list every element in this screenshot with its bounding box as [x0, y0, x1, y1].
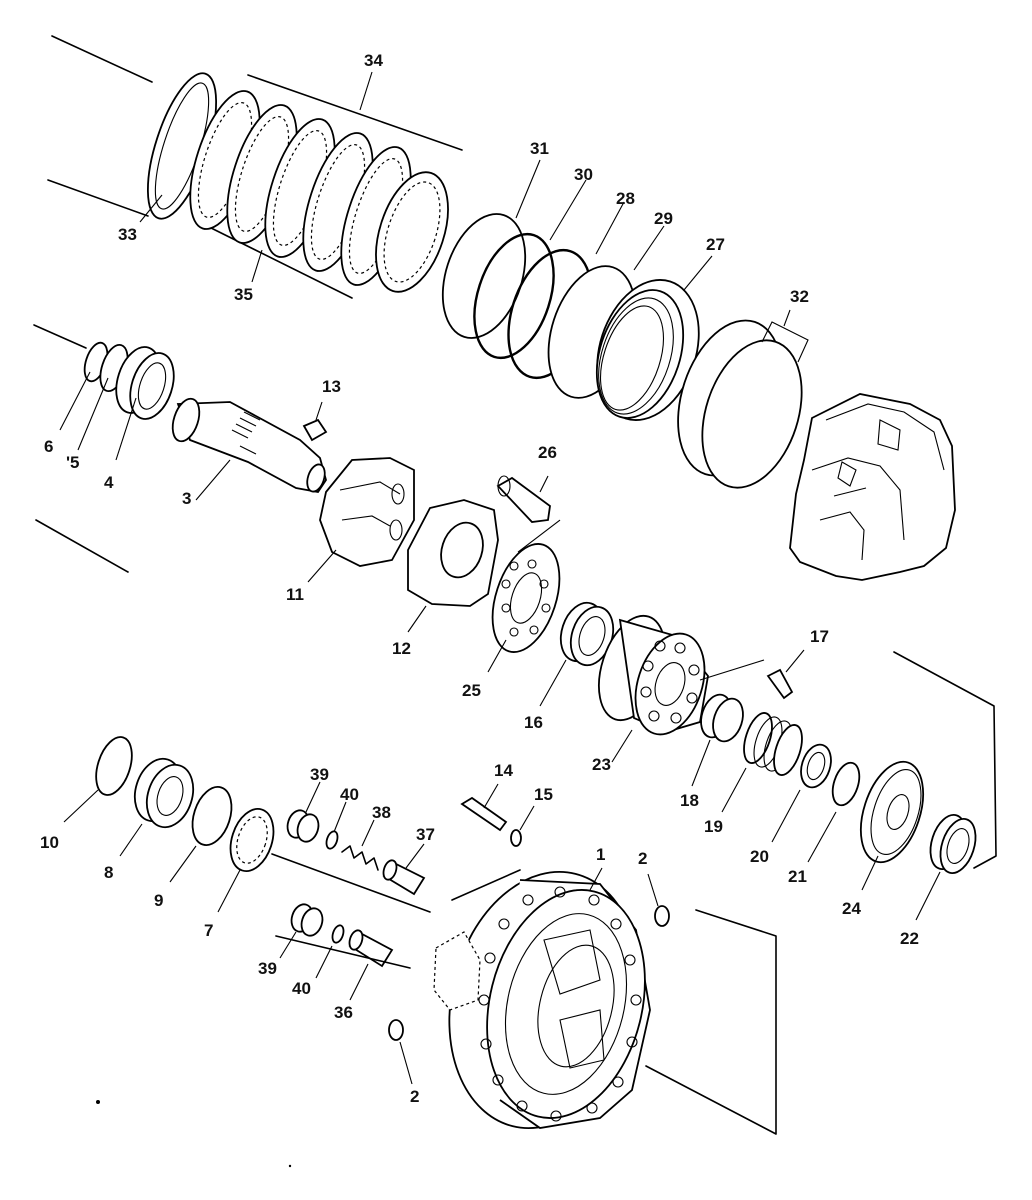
- label-part-6: 6: [44, 437, 53, 456]
- o-ring-40-lower: [331, 924, 345, 944]
- bearing-7: [229, 808, 275, 872]
- label-part-2a: 2: [638, 849, 647, 868]
- washer-20: [800, 743, 832, 789]
- pin-26: [496, 475, 551, 523]
- clutch-plate-stack: [146, 72, 449, 293]
- piston-27: [595, 279, 700, 421]
- label-part-22: 22: [900, 929, 919, 948]
- valve-plate-25: [491, 543, 561, 653]
- bolt-14: [460, 783, 508, 832]
- label-part-40b: 40: [292, 979, 311, 998]
- bearing-8: [133, 757, 195, 829]
- pin-13: [302, 401, 328, 442]
- spacer-18: [700, 693, 744, 743]
- label-part-20: 20: [750, 847, 769, 866]
- snap-ring-21: [831, 761, 861, 807]
- bottom-left-parts: [63, 736, 275, 913]
- washer-15: [510, 829, 522, 847]
- label-part-37: 37: [416, 825, 435, 844]
- valve-36: [348, 929, 394, 968]
- stray-dot: [96, 1100, 100, 1104]
- cradle-12: [407, 499, 499, 607]
- label-part-8: 8: [104, 863, 113, 882]
- label-part-40a: 40: [340, 785, 359, 804]
- spring-19: [743, 712, 803, 776]
- label-part-18: 18: [680, 791, 699, 810]
- label-part-9: 9: [154, 891, 163, 910]
- label-part-21: 21: [788, 867, 807, 886]
- shaft-3: [171, 397, 327, 493]
- label-part-14: 14: [494, 761, 513, 780]
- label-part-33: 33: [118, 225, 137, 244]
- bearing-22: [929, 814, 977, 874]
- label-part-38: 38: [372, 803, 391, 822]
- label-part-2b: 2: [410, 1087, 419, 1106]
- label-part-36: 36: [334, 1003, 353, 1022]
- label-part-26: 26: [538, 443, 557, 462]
- label-part-28: 28: [616, 189, 635, 208]
- label-part-5: '5: [66, 453, 80, 472]
- spring-38: [341, 845, 379, 871]
- bearing-16: [559, 601, 615, 667]
- snap-ring-10: [95, 736, 133, 796]
- label-part-17: 17: [810, 627, 829, 646]
- label-part-11: 11: [286, 585, 304, 604]
- label-part-7: 7: [204, 921, 213, 940]
- swash-plate-11: [319, 457, 415, 567]
- pin-17: [699, 649, 805, 700]
- label-part-27: 27: [706, 235, 725, 254]
- label-part-29: 29: [654, 209, 673, 228]
- ring-30: [473, 232, 555, 360]
- label-part-31: 31: [530, 139, 549, 158]
- label-part-25: 25: [462, 681, 481, 700]
- label-part-12: 12: [392, 639, 411, 658]
- valve-37: [382, 859, 426, 896]
- piston-ring-group: [441, 159, 809, 489]
- label-part-24: 24: [842, 899, 861, 918]
- clutch-pack-group: [47, 35, 463, 299]
- label-part-19: 19: [704, 817, 723, 836]
- bearing-4: [115, 346, 175, 420]
- label-part-30: 30: [574, 165, 593, 184]
- shaft-group: [33, 324, 327, 573]
- plug-39-lower: [290, 903, 324, 937]
- plug-2-right: [647, 873, 670, 927]
- relief-valve-parts: [279, 781, 426, 1001]
- seal-32b: [701, 339, 803, 489]
- label-part-16: 16: [524, 713, 543, 732]
- label-part-13: 13: [322, 377, 341, 396]
- o-ring-40-upper: [325, 830, 339, 850]
- motor-housing: [789, 393, 956, 581]
- label-part-10: 10: [40, 833, 59, 852]
- plate-24: [859, 760, 925, 864]
- part-labels: 1 2 2 3 4 '5 6 7 8 9 10 11 12 13 14 15 1…: [40, 51, 919, 1106]
- label-part-1: 1: [596, 845, 605, 864]
- label-part-39b: 39: [258, 959, 277, 978]
- stray-dot-2: [288, 1164, 292, 1168]
- plug-2-left: [388, 1019, 413, 1085]
- main-housing-1: [271, 853, 777, 1135]
- label-part-3: 3: [182, 489, 191, 508]
- o-ring-9: [191, 786, 233, 846]
- cylinder-block-23: [598, 614, 709, 736]
- label-part-32: 32: [790, 287, 809, 306]
- label-part-15: 15: [534, 785, 553, 804]
- label-part-35: 35: [234, 285, 253, 304]
- plug-39-upper: [286, 809, 320, 843]
- label-part-34: 34: [364, 51, 383, 70]
- label-part-4: 4: [104, 473, 114, 492]
- label-part-39a: 39: [310, 765, 329, 784]
- label-part-23: 23: [592, 755, 611, 774]
